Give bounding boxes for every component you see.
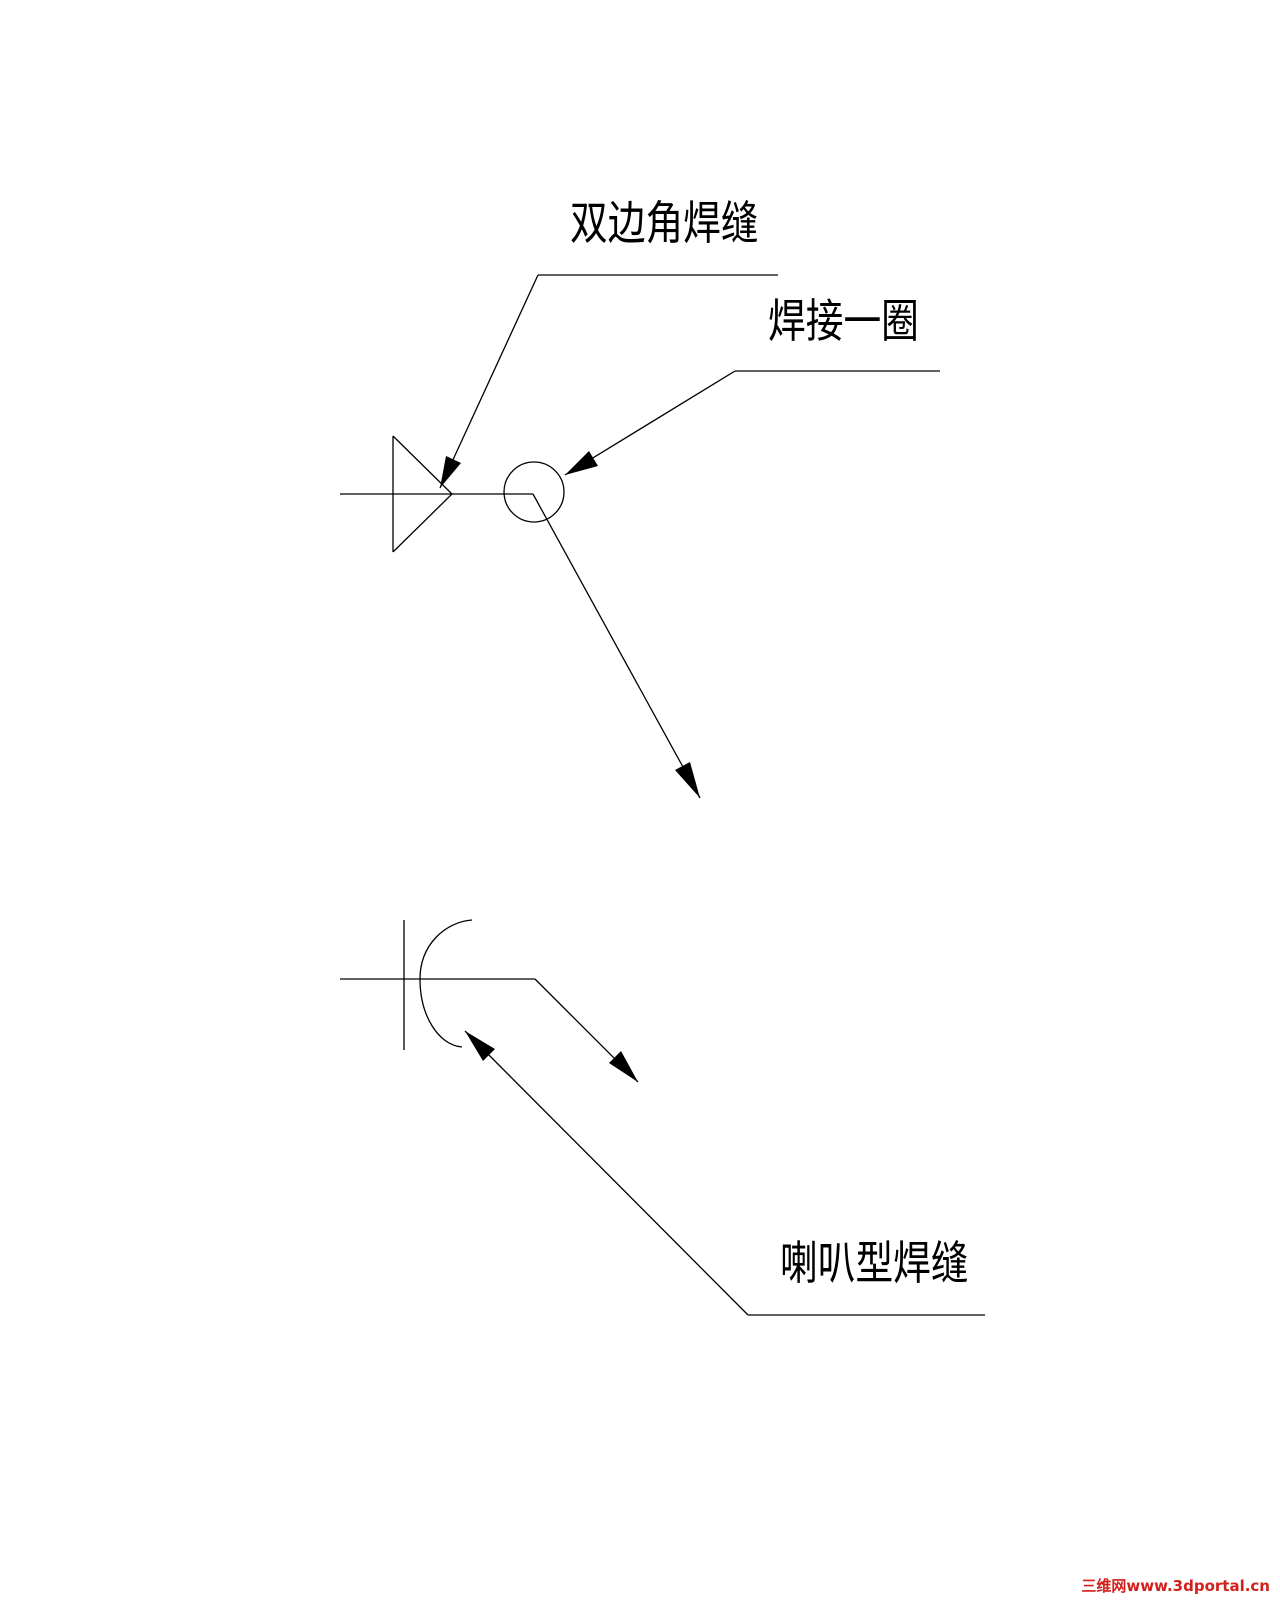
double-fillet-weld-label: 双边角焊缝	[570, 196, 759, 250]
all-around-leader-line	[564, 370, 736, 476]
upper-arrow-head	[675, 762, 700, 798]
all-around-leader-arrowhead	[565, 451, 598, 475]
flare-weld-label: 喇叭型焊缝	[780, 1236, 969, 1290]
weld-all-around-label: 焊接一圈	[768, 294, 919, 348]
flare-weld-arc	[419, 919, 473, 1048]
lower-arrow-head	[609, 1051, 638, 1082]
watermark: 三维网www.3dportal.cn	[1081, 1577, 1270, 1595]
weld-all-around-circle	[503, 461, 565, 523]
flare-leader-line	[464, 1030, 749, 1316]
flare-leader-arrowhead	[465, 1031, 495, 1061]
upper-arrow-line	[532, 493, 701, 799]
double-fillet-leader-line	[439, 274, 539, 489]
double-fillet-leader-arrowhead	[440, 456, 461, 488]
double-fillet-triangle	[392, 435, 453, 553]
